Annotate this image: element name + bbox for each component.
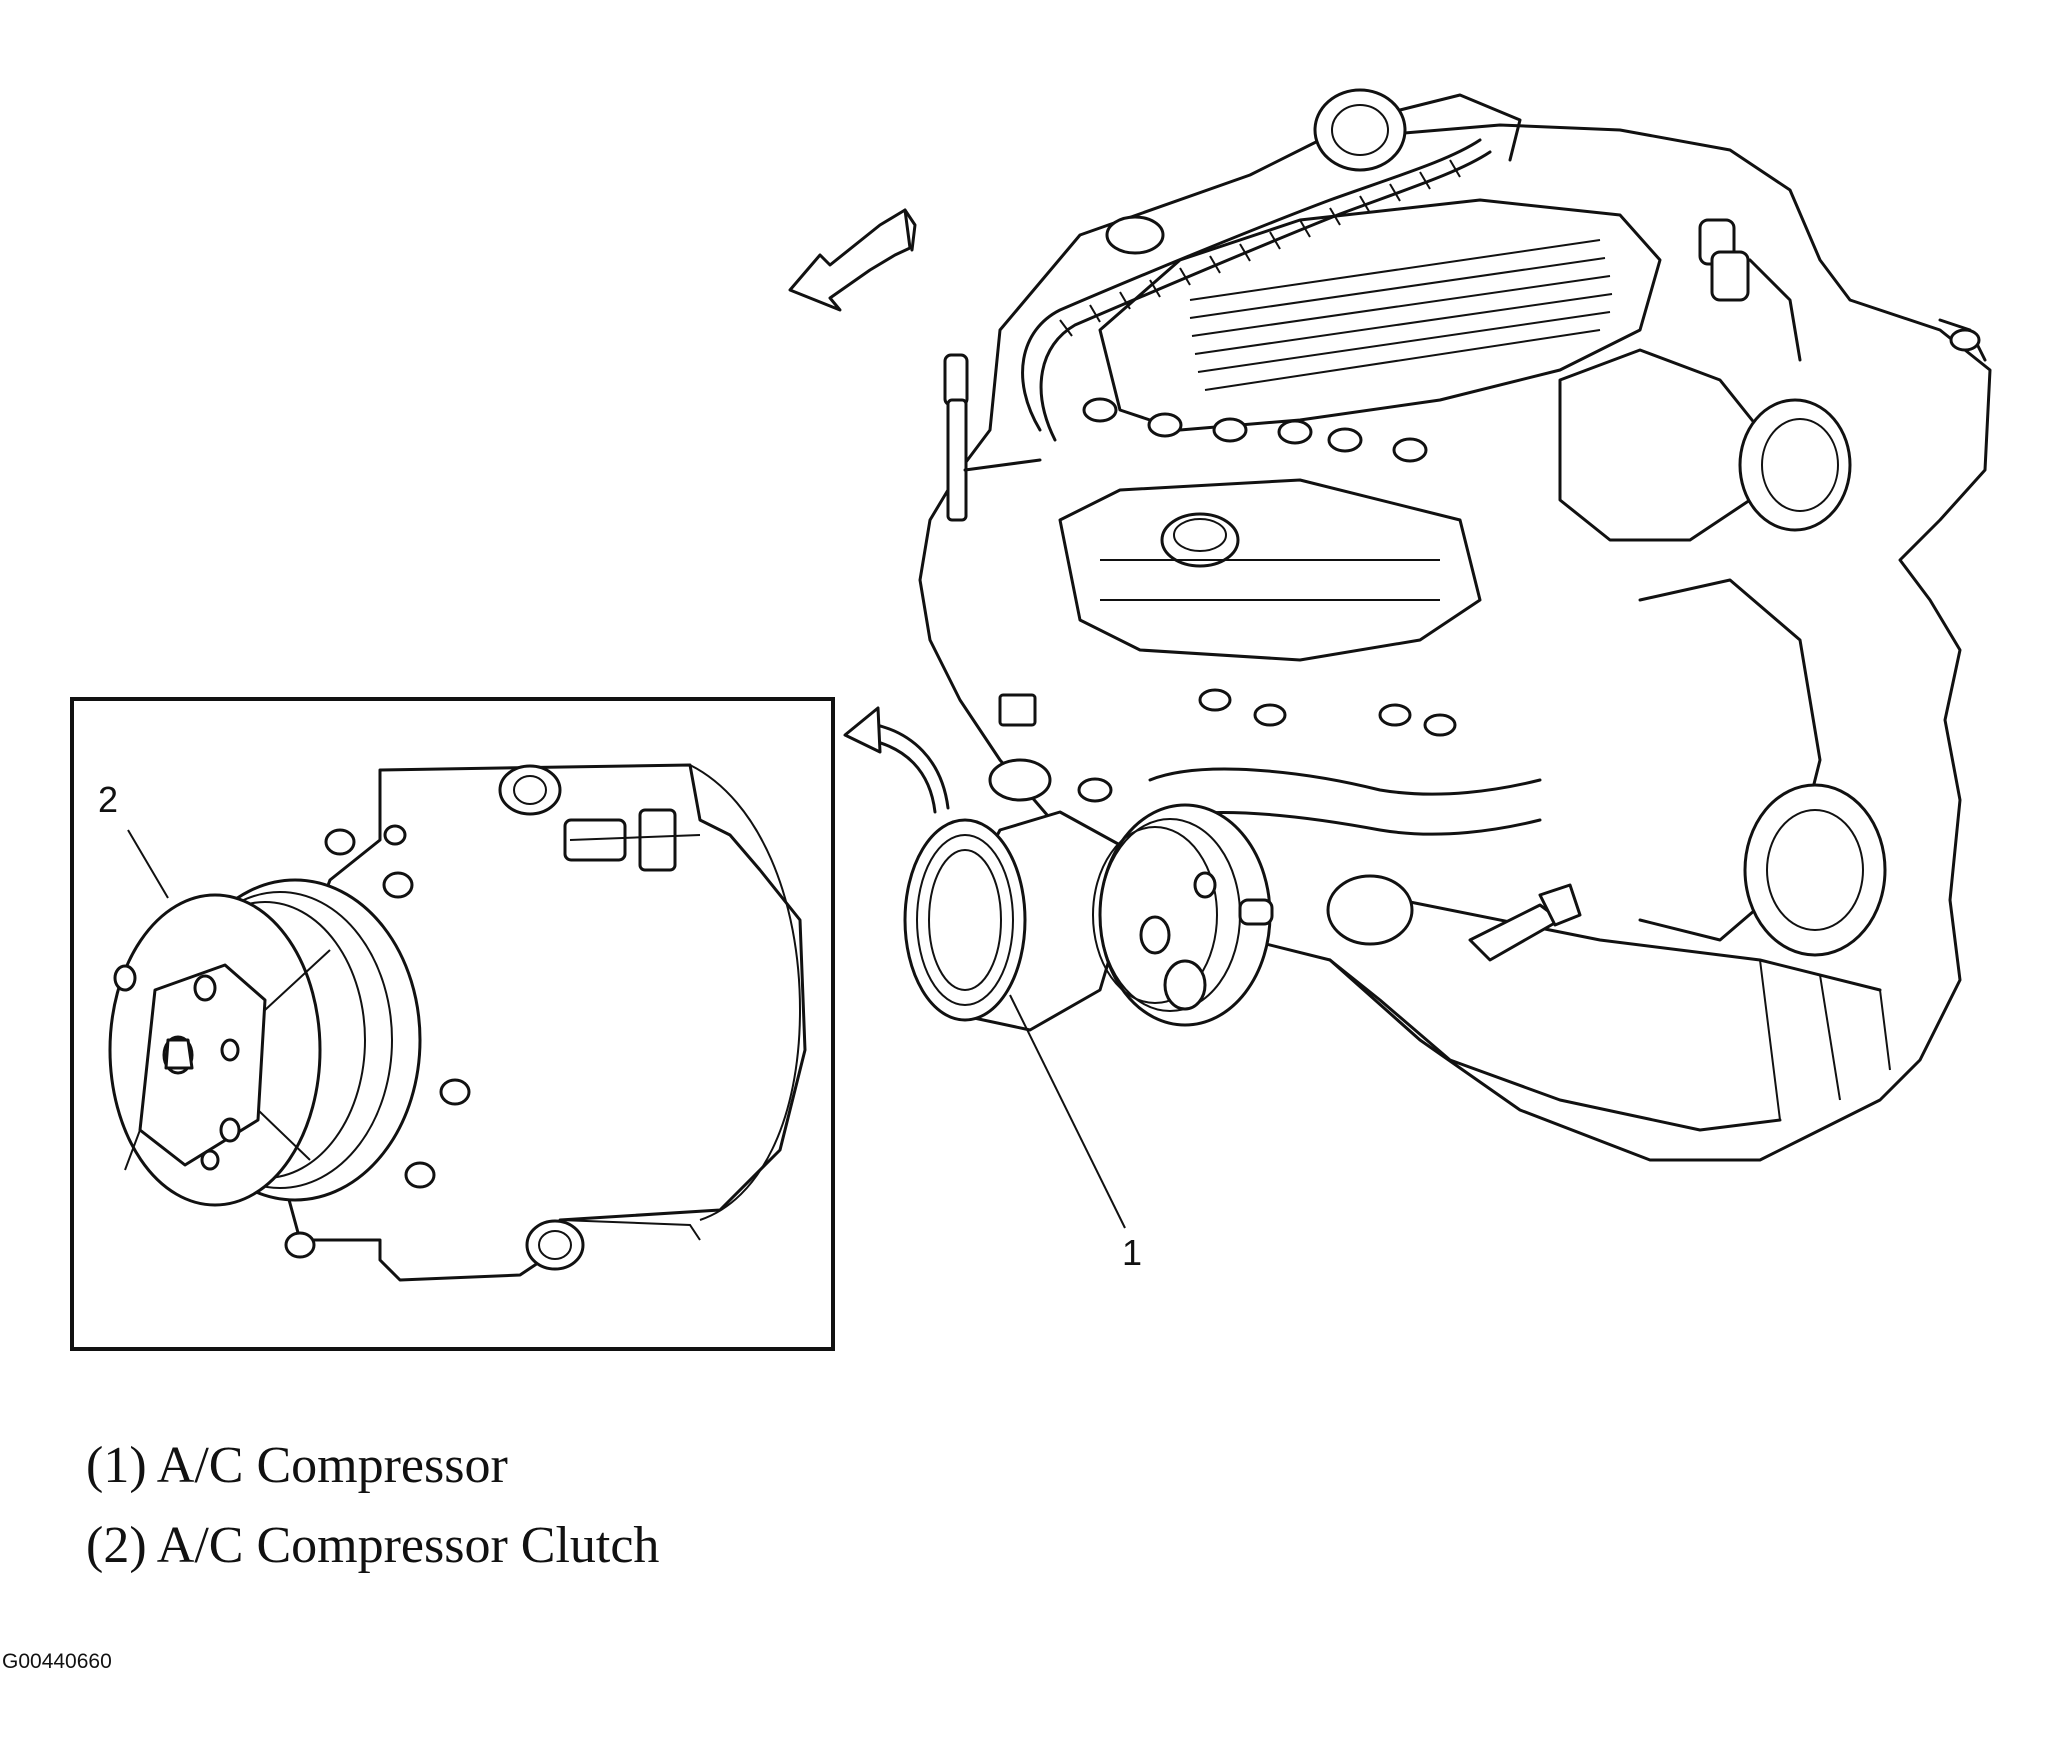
legend-item-ac-compressor: (1) A/C Compressor [86, 1437, 508, 1494]
callout-2-leader [127, 829, 169, 899]
figure-code: G00440660 [2, 1650, 112, 1673]
ac-compressor-clutch-detail [108, 763, 807, 1282]
callout-1-leader [1009, 994, 1126, 1229]
callout-1: 1 [1122, 1232, 1142, 1273]
ac-compressor-on-engine [903, 803, 1274, 1032]
direction-arrow-icon [788, 208, 917, 312]
inset-pointer-arrow-icon [843, 706, 950, 814]
callout-2: 2 [98, 779, 118, 820]
legend-item-ac-compressor-clutch: (2) A/C Compressor Clutch [86, 1517, 660, 1574]
